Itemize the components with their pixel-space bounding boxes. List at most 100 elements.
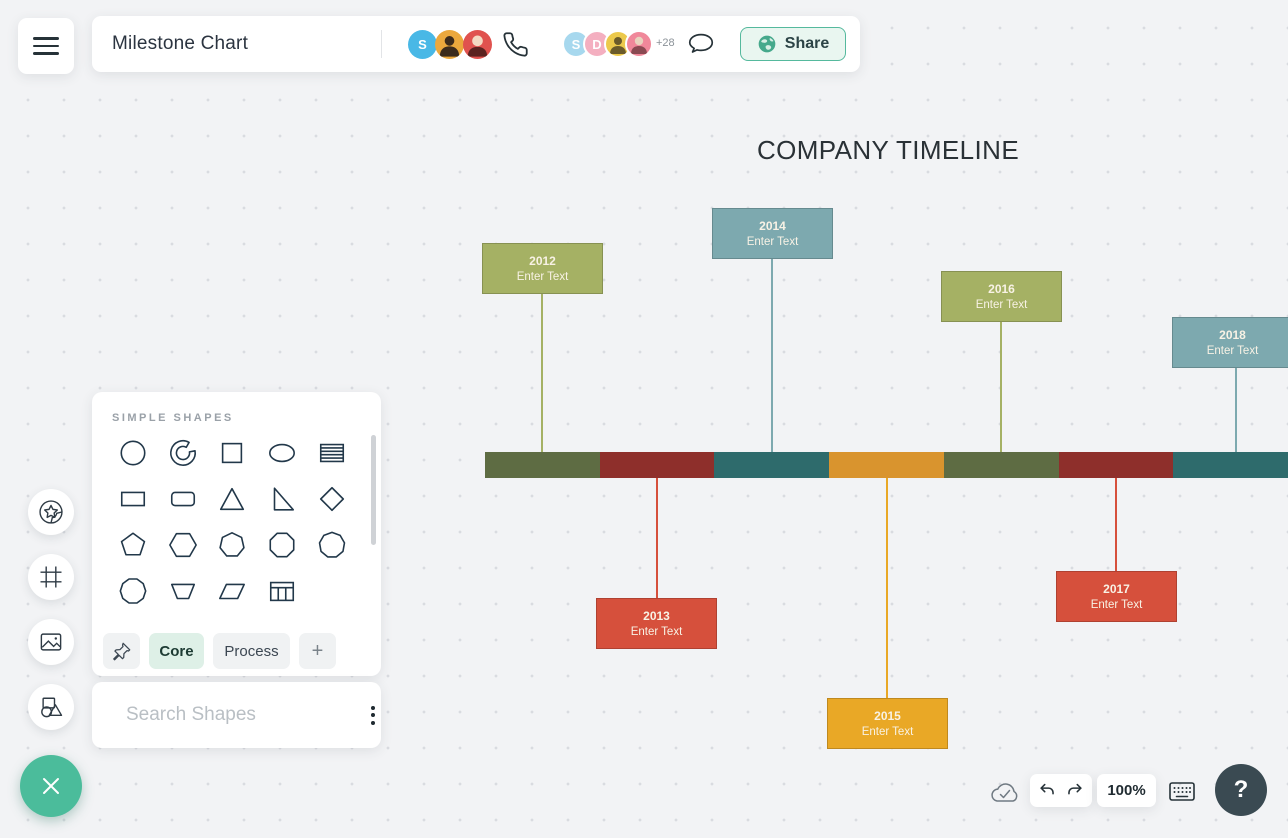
redo-icon[interactable] bbox=[1065, 781, 1084, 800]
milestone-box-2012[interactable]: 2012 Enter Text bbox=[482, 243, 603, 294]
avatar[interactable] bbox=[463, 29, 492, 59]
avatar[interactable] bbox=[435, 29, 464, 59]
milestone-connector bbox=[886, 478, 888, 698]
shape-triangle[interactable] bbox=[208, 482, 258, 515]
document-title[interactable]: Milestone Chart bbox=[112, 33, 249, 54]
person-silhouette-icon bbox=[467, 35, 488, 57]
sticker-icon bbox=[39, 500, 63, 524]
shape-trapezoid[interactable] bbox=[158, 574, 208, 607]
timeline-bar[interactable] bbox=[485, 452, 1288, 478]
milestone-box-2014[interactable]: 2014 Enter Text bbox=[712, 208, 833, 259]
shape-ellipse[interactable] bbox=[257, 436, 307, 469]
person-silhouette-icon bbox=[631, 36, 647, 54]
arc-icon bbox=[169, 439, 196, 466]
timeline-segment[interactable] bbox=[714, 452, 830, 478]
shape-decagon[interactable] bbox=[108, 574, 158, 607]
tab-process[interactable]: Process bbox=[213, 633, 290, 669]
zoom-level-button[interactable]: 100% bbox=[1097, 774, 1156, 807]
frame-icon bbox=[40, 566, 62, 588]
shapes-button[interactable] bbox=[28, 684, 74, 730]
ellipse-icon bbox=[269, 443, 296, 462]
milestone-box-2018[interactable]: 2018 Enter Text bbox=[1172, 317, 1288, 368]
diagram-title[interactable]: COMPANY TIMELINE bbox=[756, 135, 1020, 165]
add-library-button[interactable]: + bbox=[299, 633, 336, 669]
striped-table-icon bbox=[320, 443, 345, 462]
shapes-scrollbar[interactable] bbox=[371, 435, 376, 545]
shape-rounded-rectangle[interactable] bbox=[158, 482, 208, 515]
pin-library-button[interactable] bbox=[103, 633, 140, 669]
milestone-connector bbox=[771, 259, 773, 452]
milestone-connector bbox=[1000, 322, 1002, 452]
help-button[interactable]: ? bbox=[1215, 764, 1267, 816]
search-input[interactable] bbox=[126, 704, 371, 726]
shape-heptagon[interactable] bbox=[208, 528, 258, 561]
pentagon-icon bbox=[120, 531, 146, 556]
heptagon-icon bbox=[219, 531, 246, 557]
stickers-button[interactable] bbox=[28, 489, 74, 535]
images-button[interactable] bbox=[28, 619, 74, 665]
shape-pentagon[interactable] bbox=[108, 528, 158, 561]
toolbar-divider bbox=[381, 30, 382, 58]
undo-icon[interactable] bbox=[1038, 781, 1057, 800]
shape-table[interactable] bbox=[257, 574, 307, 607]
shape-parallelogram[interactable] bbox=[208, 574, 258, 607]
pin-icon bbox=[113, 642, 131, 660]
milestone-box-2017[interactable]: 2017 Enter Text bbox=[1056, 571, 1177, 622]
shapes-panel-header: SIMPLE SHAPES bbox=[112, 412, 234, 424]
shapes-icon bbox=[41, 697, 63, 718]
milestone-box-2016[interactable]: 2016 Enter Text bbox=[941, 271, 1062, 322]
diamond-icon bbox=[320, 486, 345, 511]
square-icon bbox=[222, 442, 243, 463]
milestone-connector bbox=[1235, 368, 1237, 452]
main-menu-button[interactable] bbox=[18, 18, 74, 74]
person-silhouette-icon bbox=[610, 37, 626, 54]
cloud-synced-icon[interactable] bbox=[988, 779, 1022, 805]
shape-arc[interactable] bbox=[158, 436, 208, 469]
tab-core[interactable]: Core bbox=[149, 633, 204, 669]
milestone-box-2015[interactable]: 2015 Enter Text bbox=[827, 698, 948, 749]
shape-square[interactable] bbox=[208, 436, 258, 469]
shape-hexagon[interactable] bbox=[158, 528, 208, 561]
shape-nonagon[interactable] bbox=[307, 528, 357, 561]
shape-grid-spacer bbox=[307, 574, 357, 607]
timeline-segment[interactable] bbox=[943, 452, 1059, 478]
person-silhouette-icon bbox=[439, 35, 460, 57]
top-toolbar: Milestone Chart S S D +28 Share bbox=[92, 16, 860, 72]
close-icon bbox=[43, 778, 59, 794]
keyboard-icon[interactable] bbox=[1167, 779, 1197, 803]
frames-button[interactable] bbox=[28, 554, 74, 600]
milestone-box-2013[interactable]: 2013 Enter Text bbox=[596, 598, 717, 649]
table-icon bbox=[270, 581, 295, 601]
parallelogram-icon bbox=[219, 583, 246, 599]
shape-rectangle[interactable] bbox=[108, 482, 158, 515]
rounded-rectangle-icon bbox=[170, 491, 195, 506]
shape-striped-table[interactable] bbox=[307, 436, 357, 469]
timeline-segment[interactable] bbox=[485, 452, 600, 478]
kebab-menu-icon[interactable] bbox=[371, 705, 375, 725]
avatar[interactable]: S bbox=[408, 29, 437, 59]
decagon-icon bbox=[119, 577, 147, 604]
phone-icon[interactable] bbox=[502, 31, 529, 58]
shape-circle[interactable] bbox=[108, 436, 158, 469]
octagon-icon bbox=[269, 531, 295, 558]
history-controls bbox=[1030, 774, 1092, 807]
triangle-icon bbox=[220, 487, 245, 510]
shape-diamond[interactable] bbox=[307, 482, 357, 515]
timeline-segment[interactable] bbox=[829, 452, 944, 478]
timeline-segment[interactable] bbox=[1058, 452, 1174, 478]
shapes-grid bbox=[92, 424, 381, 607]
shape-octagon[interactable] bbox=[257, 528, 307, 561]
nonagon-icon bbox=[318, 531, 346, 558]
circle-icon bbox=[120, 439, 146, 466]
timeline-segment[interactable] bbox=[1173, 452, 1288, 478]
hexagon-icon bbox=[168, 532, 197, 557]
shape-library-tabs: Core Process + bbox=[103, 633, 336, 669]
shape-right-triangle[interactable] bbox=[257, 482, 307, 515]
milestone-connector bbox=[541, 294, 543, 452]
close-panel-button[interactable] bbox=[20, 755, 82, 817]
timeline-segment[interactable] bbox=[599, 452, 715, 478]
avatar[interactable] bbox=[625, 30, 653, 58]
share-button[interactable]: Share bbox=[740, 27, 846, 61]
avatar-overflow-count[interactable]: +28 bbox=[656, 37, 675, 49]
chat-bubble-icon[interactable] bbox=[686, 29, 716, 59]
